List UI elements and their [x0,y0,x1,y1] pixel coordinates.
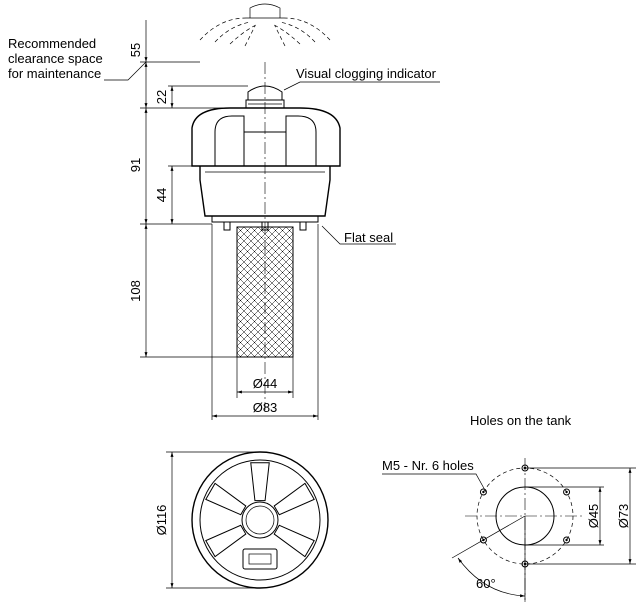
holes-title: Holes on the tank [470,413,572,428]
filter-element [236,226,294,358]
holes-leader [382,473,487,493]
indicator-label: Visual clogging indicator [296,66,437,81]
ghost-indicator [199,3,331,47]
dim-bowl-height: 44 [154,188,169,202]
tank-hole-center [482,490,485,494]
flat-seal-label: Flat seal [344,230,393,245]
tank-hole-center [565,490,568,494]
side-view: 55 22 91 44 108 Ø44 Ø83 Recommended clea… [8,3,440,420]
cap-rib [273,482,315,516]
tank-hole [563,536,571,544]
seal-leader [321,225,396,245]
dim-clearance: 55 [128,43,143,57]
cap-rib [205,482,247,516]
holes-note: M5 - Nr. 6 holes [382,458,474,473]
tank-hole [563,488,571,496]
tank-hole [479,488,487,496]
dim-head-diameter: Ø116 [154,505,169,536]
extension-lines [140,61,319,420]
tank-hole [479,536,487,544]
dim-element-diameter: Ø44 [253,376,278,391]
tank-holes-view: Holes on the tank M5 - Nr. 6 holes Ø45 Ø… [382,413,636,602]
maintenance-label-3: for maintenance [8,66,101,81]
indicator-leader [283,81,440,91]
cap-rib [273,524,315,558]
dim-hole-pitch-diameter: Ø73 [616,504,631,529]
maintenance-label-1: Recommended [8,36,96,51]
top-view: Ø116 [154,451,329,589]
dim-hole-angle: 60° [476,576,496,591]
maintenance-label-2: clearance space [8,51,103,66]
dim-indicator-height: 22 [154,90,169,104]
tank-hole-center [565,538,568,542]
maintenance-leader [104,61,147,81]
dim-bowl-diameter: Ø83 [253,400,278,415]
dim-head-height: 91 [128,158,143,172]
flange [211,215,319,231]
cap-rib [250,462,270,502]
filter-head [191,107,341,167]
cap-rib [205,524,247,558]
dim-hole-inner-diameter: Ø45 [586,504,601,529]
dim-element-length: 108 [128,280,143,302]
dimension-lines [144,20,318,418]
